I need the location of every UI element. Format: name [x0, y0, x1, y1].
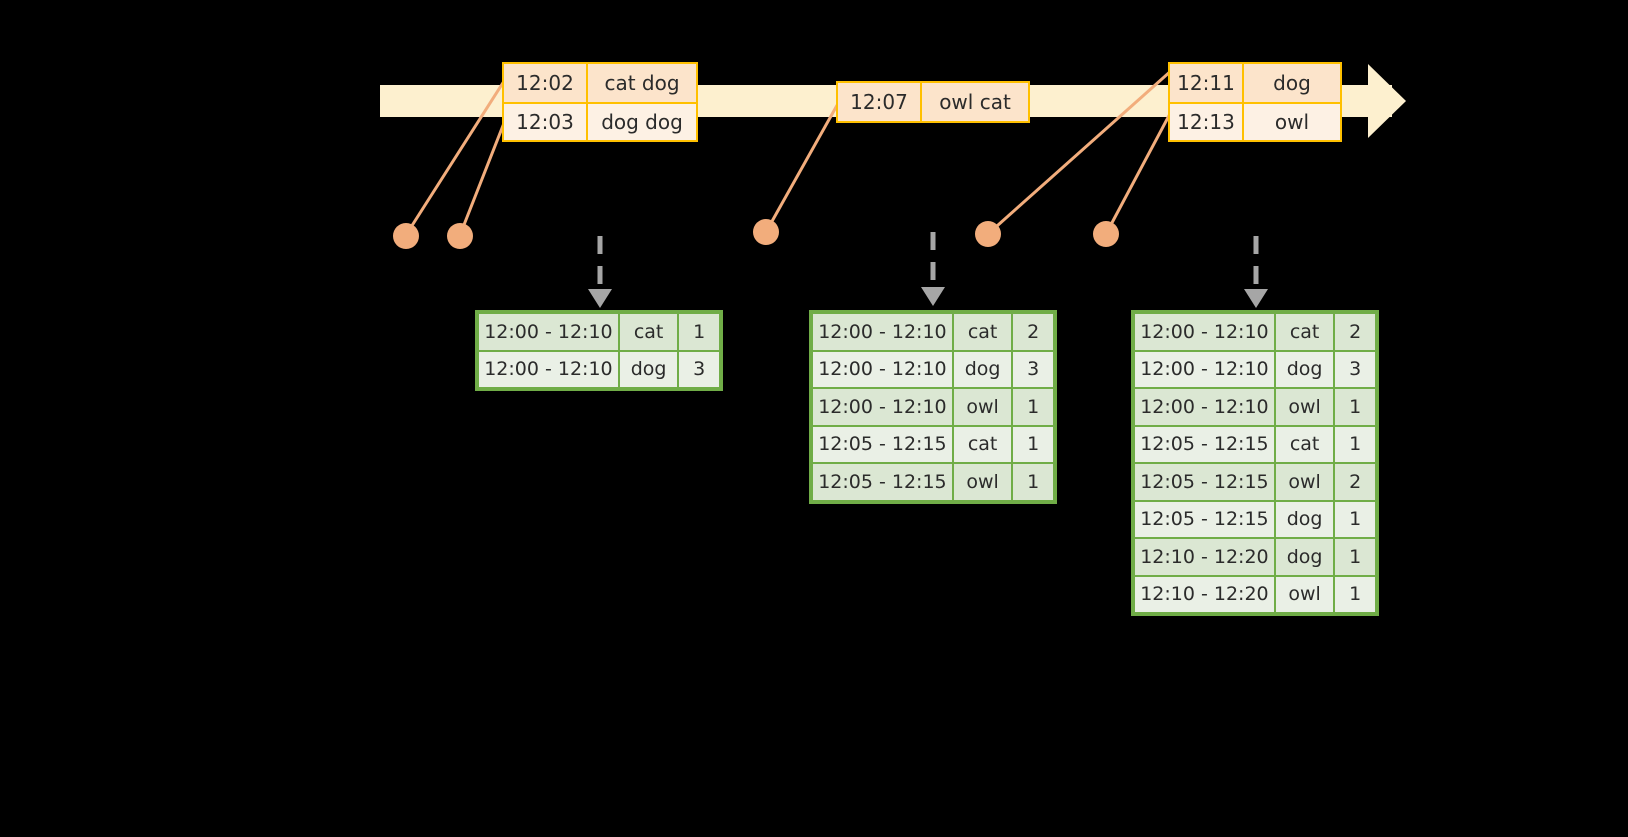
event-value: owl cat	[922, 83, 1028, 121]
table-row: 12:05 - 12:15 dog 1	[1134, 501, 1376, 539]
event-time: 12:07	[838, 83, 922, 121]
window-range: 12:05 - 12:15	[813, 464, 952, 500]
window-range: 12:00 - 12:10	[1135, 351, 1274, 387]
event-dot-group	[393, 219, 1119, 249]
window-range: 12:00 - 12:10	[813, 314, 952, 350]
event-value: cat dog	[588, 64, 696, 102]
table-row: 12:00 - 12:10 dog 3	[1134, 351, 1376, 389]
table-row: 12:00 - 12:10 cat 1	[478, 313, 720, 351]
window-range: 12:00 - 12:10	[1135, 314, 1274, 350]
window-range: 12:00 - 12:10	[479, 351, 618, 387]
trigger-arrowhead-2	[921, 287, 945, 306]
event-group-3[interactable]: 12:11 dog 12:13 owl	[1168, 62, 1342, 142]
window-key: dog	[953, 351, 1012, 387]
result-table-3[interactable]: 12:00 - 12:10 cat 2 12:00 - 12:10 dog 3 …	[1131, 310, 1379, 616]
event-time: 12:11	[1170, 64, 1244, 102]
window-key: owl	[1275, 576, 1334, 612]
table-row: 12:00 - 12:10 cat 2	[1134, 313, 1376, 351]
window-count: 3	[1013, 351, 1053, 387]
event-dot-2	[447, 223, 473, 249]
window-count: 1	[1013, 389, 1053, 425]
trigger-arrow-group	[597, 232, 1259, 290]
event-dot-4	[975, 221, 1001, 247]
event-dot-5	[1093, 221, 1119, 247]
table-row: 12:10 - 12:20 dog 1	[1134, 538, 1376, 576]
event-row: 12:07 owl cat	[838, 83, 1028, 121]
table-row: 12:00 - 12:10 dog 3	[478, 351, 720, 389]
window-range: 12:10 - 12:20	[1135, 576, 1274, 612]
table-row: 12:00 - 12:10 owl 1	[812, 388, 1054, 426]
window-key: dog	[1275, 539, 1334, 575]
event-row: 12:02 cat dog	[504, 64, 696, 102]
event-dot-1	[393, 223, 419, 249]
window-count: 1	[1335, 426, 1375, 462]
window-key: cat	[953, 314, 1012, 350]
event-row: 12:03 dog dog	[504, 102, 696, 140]
result-table-2[interactable]: 12:00 - 12:10 cat 2 12:00 - 12:10 dog 3 …	[809, 310, 1057, 504]
window-key: owl	[953, 389, 1012, 425]
window-range: 12:05 - 12:15	[813, 426, 952, 462]
window-count: 1	[1335, 501, 1375, 537]
window-key: dog	[1275, 351, 1334, 387]
event-time: 12:02	[504, 64, 588, 102]
table-row: 12:00 - 12:10 cat 2	[812, 313, 1054, 351]
window-range: 12:00 - 12:10	[479, 314, 618, 350]
leader-line-2	[458, 117, 508, 236]
event-value: dog	[1244, 64, 1340, 102]
window-key: cat	[619, 314, 678, 350]
table-row: 12:05 - 12:15 cat 1	[812, 426, 1054, 464]
window-key: cat	[953, 426, 1012, 462]
table-row: 12:05 - 12:15 cat 1	[1134, 426, 1376, 464]
window-count: 2	[1335, 314, 1375, 350]
timeline-arrowhead-icon	[1368, 64, 1406, 138]
table-row: 12:05 - 12:15 owl 2	[1134, 463, 1376, 501]
leader-line-3	[764, 99, 842, 233]
window-key: cat	[1275, 314, 1334, 350]
window-range: 12:05 - 12:15	[1135, 501, 1274, 537]
window-count: 1	[1013, 464, 1053, 500]
window-range: 12:05 - 12:15	[1135, 426, 1274, 462]
window-range: 12:00 - 12:10	[1135, 389, 1274, 425]
window-count: 2	[1013, 314, 1053, 350]
event-time: 12:13	[1170, 104, 1244, 140]
table-row: 12:00 - 12:10 dog 3	[812, 351, 1054, 389]
window-count: 3	[1335, 351, 1375, 387]
event-value: owl	[1244, 104, 1340, 140]
trigger-arrowhead-3	[1244, 289, 1268, 308]
trigger-arrowhead-group	[588, 287, 1268, 308]
event-group-1[interactable]: 12:02 cat dog 12:03 dog dog	[502, 62, 698, 142]
window-key: dog	[619, 351, 678, 387]
event-value: dog dog	[588, 104, 696, 140]
event-dot-3	[753, 219, 779, 245]
event-row: 12:13 owl	[1170, 102, 1340, 140]
window-count: 2	[1335, 464, 1375, 500]
trigger-arrowhead-1	[588, 289, 612, 308]
window-key: dog	[1275, 501, 1334, 537]
window-range: 12:05 - 12:15	[1135, 464, 1274, 500]
window-key: owl	[1275, 464, 1334, 500]
table-row: 12:00 - 12:10 owl 1	[1134, 388, 1376, 426]
leader-line-5	[1104, 109, 1174, 235]
window-count: 1	[1335, 576, 1375, 612]
window-range: 12:00 - 12:10	[813, 351, 952, 387]
table-row: 12:05 - 12:15 owl 1	[812, 463, 1054, 501]
window-count: 1	[1013, 426, 1053, 462]
window-count: 3	[679, 351, 719, 387]
table-row: 12:10 - 12:20 owl 1	[1134, 576, 1376, 614]
window-key: cat	[1275, 426, 1334, 462]
event-row: 12:11 dog	[1170, 64, 1340, 102]
window-count: 1	[1335, 539, 1375, 575]
event-group-2[interactable]: 12:07 owl cat	[836, 81, 1030, 123]
window-count: 1	[1335, 389, 1375, 425]
window-key: owl	[953, 464, 1012, 500]
window-range: 12:00 - 12:10	[813, 389, 952, 425]
event-time: 12:03	[504, 104, 588, 140]
result-table-1[interactable]: 12:00 - 12:10 cat 1 12:00 - 12:10 dog 3	[475, 310, 723, 391]
window-count: 1	[679, 314, 719, 350]
window-range: 12:10 - 12:20	[1135, 539, 1274, 575]
window-key: owl	[1275, 389, 1334, 425]
